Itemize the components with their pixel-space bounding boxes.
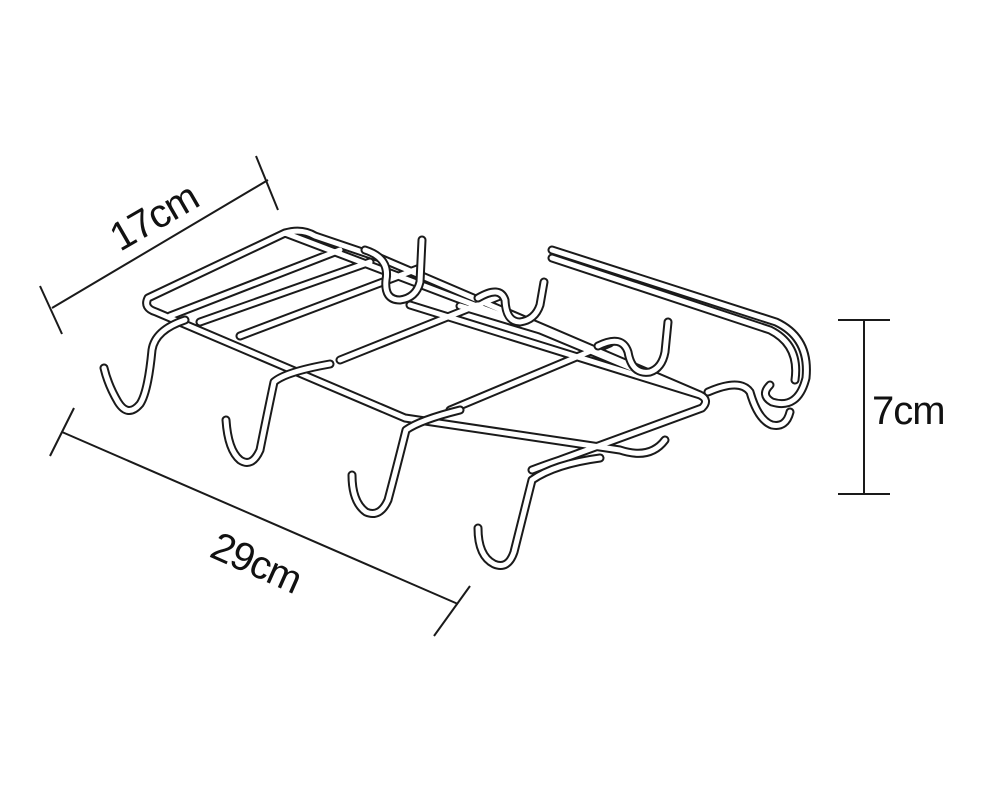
hook-back-2-core [475, 279, 547, 325]
hook-front-1-core [101, 317, 188, 413]
depth-dimension-tick-left [39, 285, 63, 335]
depth-dimension-line [51, 179, 269, 309]
hook-front-3-core [349, 407, 463, 516]
hook-front-4-core [475, 455, 603, 568]
hook-back-4-core [705, 382, 793, 428]
hook-front-2-core [223, 361, 333, 465]
depth-dimension-tick-right [255, 155, 279, 211]
width-dimension-line [61, 431, 459, 605]
height-dimension-label: 7cm [872, 389, 945, 433]
width-dimension-tick-left [49, 407, 75, 457]
wire-rack [99, 226, 811, 570]
hook-back-3-core [595, 319, 671, 375]
height-dimension: 7cm [838, 319, 946, 495]
rack-top-rail-core [549, 247, 809, 406]
rack-frame-core [144, 228, 708, 473]
width-dimension-label: 29cm [204, 524, 308, 602]
width-dimension-tick-right [433, 585, 471, 637]
rack-top-rail-lower-core [549, 255, 799, 383]
hook-back-1-core [362, 237, 425, 303]
